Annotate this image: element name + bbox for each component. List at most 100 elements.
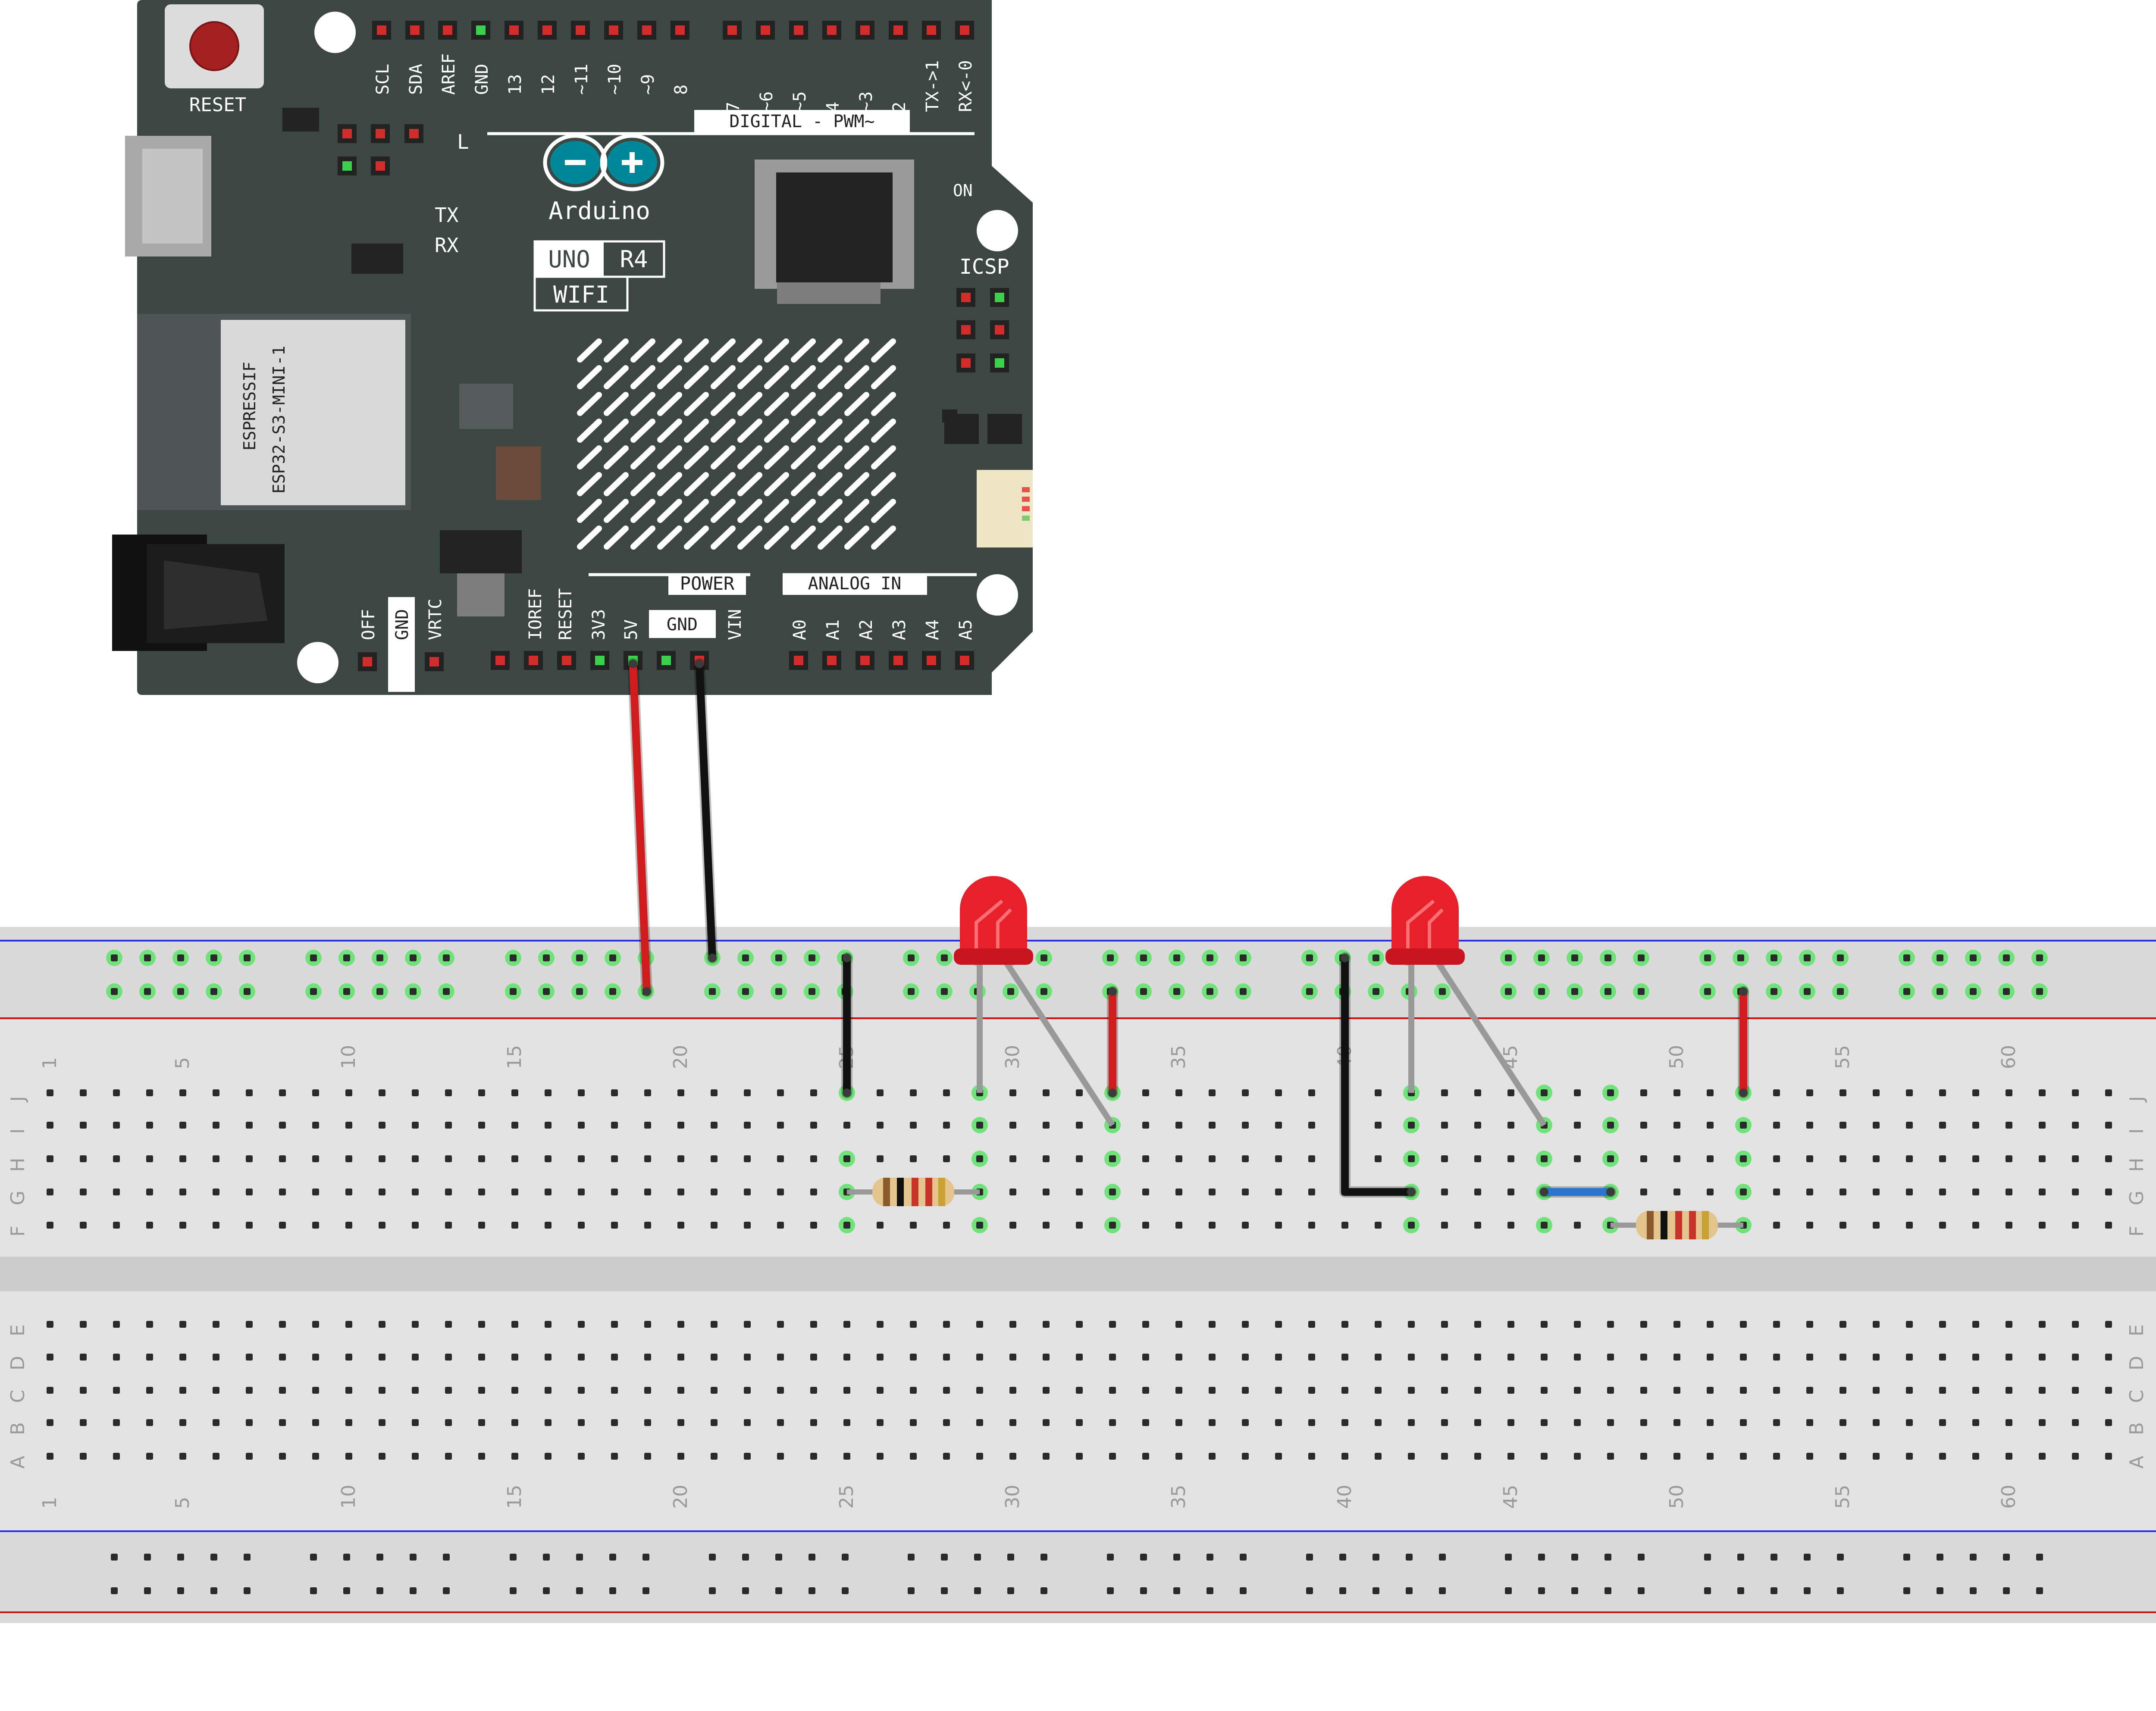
breadboard-hole: [1341, 1222, 1348, 1229]
breadboard-hole: [213, 1122, 219, 1129]
breadboard-hole: [1607, 1387, 1614, 1394]
breadboard-hole: [877, 1155, 884, 1162]
red-led-2-cathode-leg: [1435, 960, 1547, 1127]
wire-blue-jumper-end: [1540, 1188, 1548, 1196]
resistor-1-band: [897, 1178, 904, 1206]
breadboard-hole: [1707, 1387, 1714, 1394]
rail-hole: [1373, 1554, 1379, 1561]
rail-hole: [543, 954, 550, 961]
matrix-led: [711, 365, 736, 389]
header-pin: [576, 25, 585, 35]
matrix-led: [657, 445, 682, 469]
breadboard-hole: [179, 1453, 186, 1460]
row-letter-left: C: [7, 1390, 29, 1403]
breadboard-hole: [2072, 1155, 2079, 1162]
esp32-module: [221, 320, 405, 505]
breadboard-hole: [1308, 1453, 1315, 1460]
rail-hole: [842, 1554, 849, 1561]
matrix-led: [577, 365, 602, 389]
gnd-label-box: [649, 610, 716, 638]
breadboard-hole: [1839, 1122, 1846, 1129]
matrix-led: [871, 338, 896, 363]
barrel-jack-highlight: [164, 560, 267, 629]
breadboard-hole: [1939, 1089, 1946, 1096]
rail-hole: [177, 1587, 184, 1594]
breadboard-hole: [644, 1122, 651, 1129]
breadboard-hole: [1873, 1122, 1880, 1129]
breadboard-hole: [578, 1122, 585, 1129]
rail-hole: [609, 1554, 616, 1561]
breadboard-hole: [279, 1222, 286, 1229]
breadboard-hole: [1541, 1453, 1548, 1460]
header-pin: [410, 25, 420, 35]
small-ic: [459, 384, 513, 429]
column-number-bottom: 55: [1832, 1485, 1854, 1509]
breadboard-hole: [478, 1089, 485, 1096]
reset-button-cap[interactable]: [189, 21, 239, 71]
rail-hole: [2036, 1587, 2043, 1594]
breadboard-hole: [1707, 1089, 1714, 1096]
matrix-led: [871, 365, 896, 389]
rail-hole: [443, 1554, 450, 1561]
breadboard-hole: [1839, 1321, 1846, 1328]
breadboard-hole: [2039, 1222, 2046, 1229]
rail-hole: [642, 1587, 649, 1594]
matrix-led: [657, 472, 682, 496]
breadboard-hole: [1773, 1155, 1780, 1162]
breadboard-hole: [1142, 1222, 1149, 1229]
wire-red-col33-end: [1108, 1089, 1117, 1097]
breadboard-hole: [1806, 1419, 1813, 1426]
breadboard-hole: [312, 1189, 319, 1195]
breadboard-hole: [2006, 1387, 2012, 1394]
rail-hole: [1007, 1554, 1014, 1561]
matrix-led: [657, 525, 682, 550]
tx-label: TX: [435, 203, 459, 227]
breadboard-hole: [445, 1122, 452, 1129]
breadboard-hole: [1441, 1387, 1448, 1394]
rail-hole: [510, 954, 517, 961]
rail-hole: [2036, 988, 2043, 995]
breadboard-hole: [644, 1321, 651, 1328]
breadboard-hole: [1773, 1354, 1780, 1361]
rail-hole: [1970, 954, 1977, 961]
breadboard-hole: [1142, 1419, 1149, 1426]
row-letter-right: F: [2126, 1226, 2148, 1236]
breadboard-hole: [777, 1321, 784, 1328]
rail-hole: [1040, 954, 1047, 961]
breadboard-hole: [1507, 1189, 1514, 1195]
breadboard-hole: [1308, 1155, 1315, 1162]
breadboard-hole: [2072, 1453, 2079, 1460]
breadboard-hole: [578, 1222, 585, 1229]
breadboard-hole: [744, 1222, 751, 1229]
breadboard-hole: [1474, 1387, 1481, 1394]
rail-hole: [210, 954, 217, 961]
matrix-led: [657, 365, 682, 389]
matrix-led: [844, 419, 869, 443]
led-matrix: [577, 338, 896, 550]
breadboard-hole: [1341, 1387, 1348, 1394]
breadboard-hole: [578, 1321, 585, 1328]
breadboard-hole: [1607, 1453, 1614, 1460]
rail-hole: [111, 1554, 118, 1561]
module-label-2: ESP32-S3-MINI-1: [270, 346, 288, 494]
red-led-1-reflection: [975, 899, 1003, 948]
breadboard-hole: [1242, 1387, 1249, 1394]
column-number-top: 20: [670, 1045, 692, 1069]
breadboard-hole: [345, 1387, 352, 1394]
breadboard-hole: [777, 1155, 784, 1162]
rail-hole: [111, 954, 118, 961]
row-letter-right: I: [2126, 1129, 2148, 1134]
breadboard-hole: [1707, 1453, 1714, 1460]
matrix-led: [711, 338, 736, 363]
breadboard-hole: [1009, 1321, 1016, 1328]
status-led: [409, 129, 419, 138]
breadboard-hole: [877, 1222, 884, 1229]
matrix-led: [844, 499, 869, 523]
mcu-chip: [776, 172, 893, 282]
pin-label: ~11: [572, 64, 592, 95]
breadboard-hole: [146, 1453, 153, 1460]
breadboard-hole: [146, 1419, 153, 1426]
column-number-bottom: 45: [1500, 1485, 1522, 1509]
breadboard-hole: [146, 1387, 153, 1394]
resistor-2-band: [1689, 1211, 1696, 1239]
